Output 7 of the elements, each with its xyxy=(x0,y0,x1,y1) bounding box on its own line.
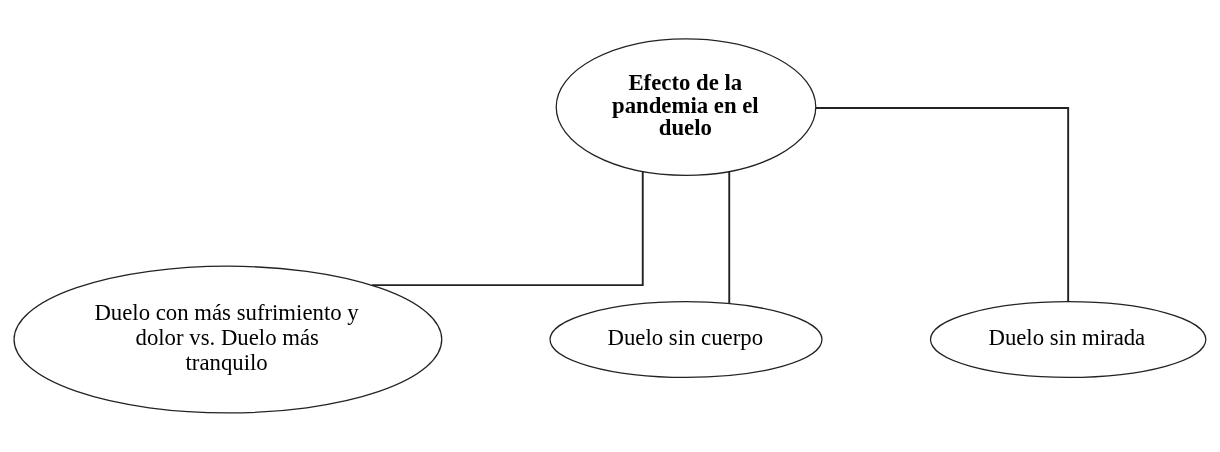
node-ellipse: Duelo sin cuerpo xyxy=(549,301,823,379)
connector xyxy=(728,170,731,305)
node-ellipse: Duelo sin mirada xyxy=(929,301,1207,379)
node-ellipse: Efecto de la pandemia en el duelo xyxy=(555,38,817,176)
connector xyxy=(370,170,644,287)
node-ellipse: Duelo con más sufrimiento y dolor vs. Duelo más tranquilo xyxy=(13,265,443,414)
connector xyxy=(814,107,1070,303)
